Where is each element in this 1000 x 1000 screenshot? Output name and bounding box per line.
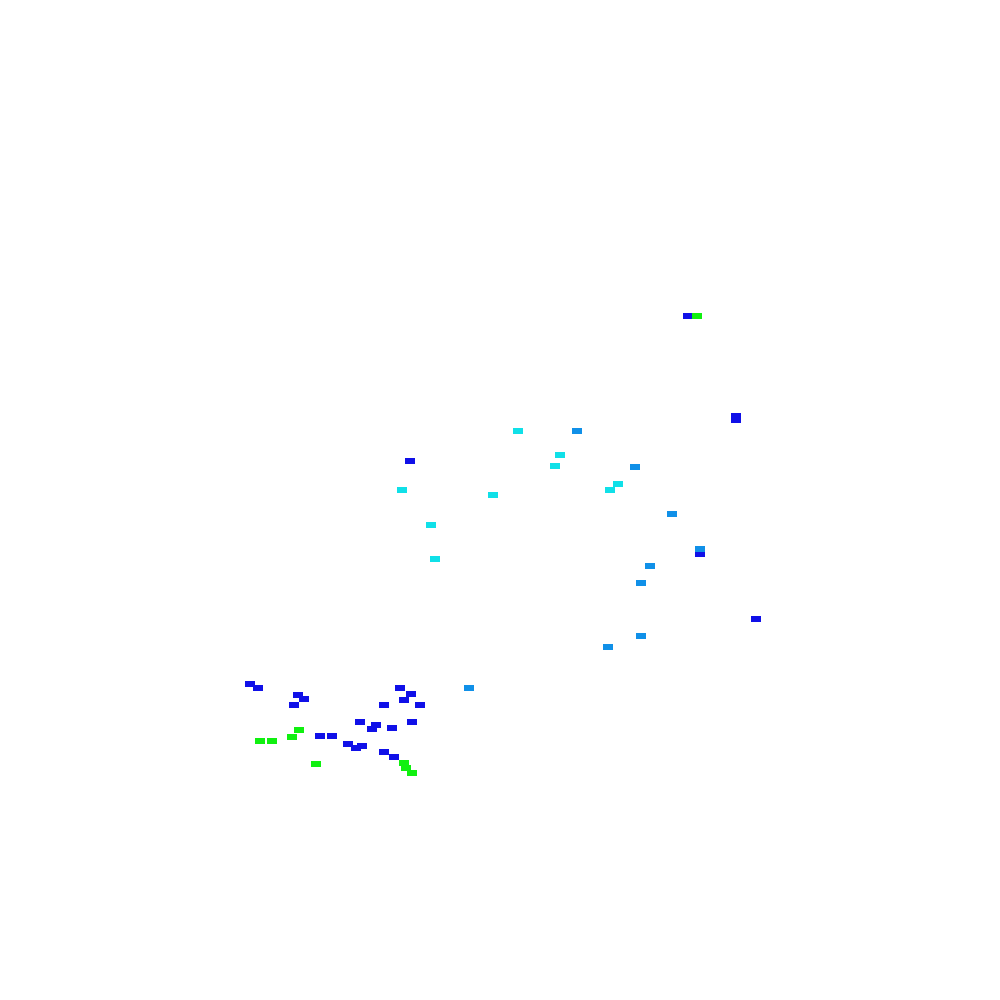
scatter-point-azure-1 [630,464,640,470]
scatter-point-blue-22 [327,733,337,739]
scatter-point-blue-15 [415,702,425,708]
scatter-point-blue-4 [695,551,705,557]
scatter-point-blue-1 [731,413,741,419]
scatter-point-green-7 [401,765,411,771]
scatter-point-blue-9 [299,696,309,702]
scatter-point-green-8 [407,770,417,776]
scatter-point-green-1 [294,727,304,733]
scatter-point-blue-8 [293,692,303,698]
scatter-point-cyan-7 [426,522,436,528]
scatter-point-cyan-1 [555,452,565,458]
scatter-point-blue-12 [406,691,416,697]
scatter-point-green-5 [311,761,321,767]
scatter-point-cyan-0 [513,428,523,434]
scatter-point-cyan-3 [613,481,623,487]
scatter-point-blue-17 [355,719,365,725]
scatter-point-blue-20 [367,726,377,732]
scatter-point-blue-11 [395,685,405,691]
scatter-point-azure-6 [636,633,646,639]
scatter-point-blue-3 [405,458,415,464]
scatter-point-green-0 [692,313,702,319]
scatter-point-green-3 [267,738,277,744]
scatter-point-blue-21 [315,733,325,739]
scatter-point-azure-2 [667,511,677,517]
scatter-point-azure-8 [464,685,474,691]
scatter-point-blue-19 [387,725,397,731]
scatter-point-green-4 [255,738,265,744]
scatter-point-blue-13 [399,697,409,703]
scatter-point-blue-26 [379,749,389,755]
scatter-point-blue-10 [289,702,299,708]
scatter-point-cyan-4 [605,487,615,493]
scatter-point-blue-14 [379,702,389,708]
scatter-point-cyan-5 [397,487,407,493]
scatter-point-blue-0 [683,313,693,319]
scatter-point-blue-27 [389,754,399,760]
scatter-point-cyan-6 [488,492,498,498]
scatter-point-blue-18 [371,722,381,728]
scatter-point-blue-23 [343,741,353,747]
scatter-point-blue-16 [407,719,417,725]
scatter-point-azure-3 [695,546,705,552]
scatter-point-blue-25 [357,743,367,749]
scatter-point-blue-2 [731,417,741,423]
scatter-point-green-6 [399,760,409,766]
scatter-point-cyan-2 [550,463,560,469]
scatter-point-azure-0 [572,428,582,434]
scatter-point-blue-5 [751,616,761,622]
scatter-point-blue-7 [253,685,263,691]
scatter-point-blue-6 [245,681,255,687]
scatter-point-azure-5 [636,580,646,586]
scatter-point-cyan-8 [430,556,440,562]
scatter-point-green-2 [287,734,297,740]
scatter-point-azure-7 [603,644,613,650]
scatter-point-azure-4 [645,563,655,569]
scatter-point-blue-24 [351,745,361,751]
